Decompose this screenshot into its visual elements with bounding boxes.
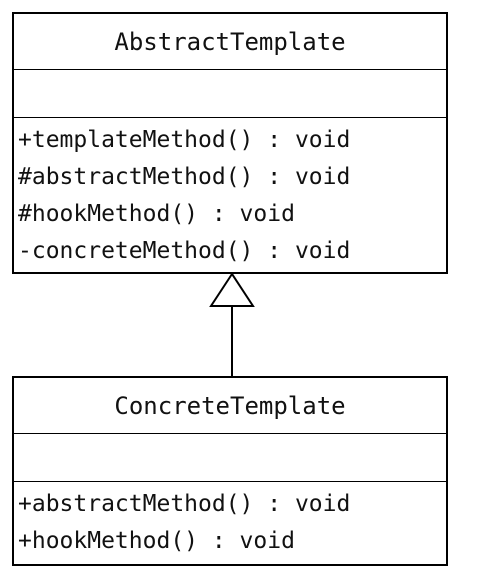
method-hook-method-impl: +hookMethod() : void	[18, 528, 295, 554]
method-hook-method: #hookMethod() : void	[18, 201, 295, 227]
concrete-template-methods: +abstractMethod() : void +hookMethod() :…	[14, 482, 446, 560]
abstract-template-attributes	[14, 70, 446, 118]
concrete-template-attributes	[14, 434, 446, 482]
concrete-template-class: ConcreteTemplate +abstractMethod() : voi…	[12, 376, 448, 566]
abstract-template-name: AbstractTemplate	[14, 14, 446, 70]
concrete-template-name: ConcreteTemplate	[14, 378, 446, 434]
method-template-method: +templateMethod() : void	[18, 127, 351, 153]
abstract-template-class: AbstractTemplate +templateMethod() : voi…	[12, 12, 448, 274]
method-abstract-method-impl: +abstractMethod() : void	[18, 491, 351, 517]
inheritance-arrowhead	[209, 272, 255, 307]
abstract-template-methods: +templateMethod() : void #abstractMethod…	[14, 118, 446, 270]
method-concrete-method: -concreteMethod() : void	[18, 238, 351, 264]
method-abstract-method: #abstractMethod() : void	[18, 164, 351, 190]
